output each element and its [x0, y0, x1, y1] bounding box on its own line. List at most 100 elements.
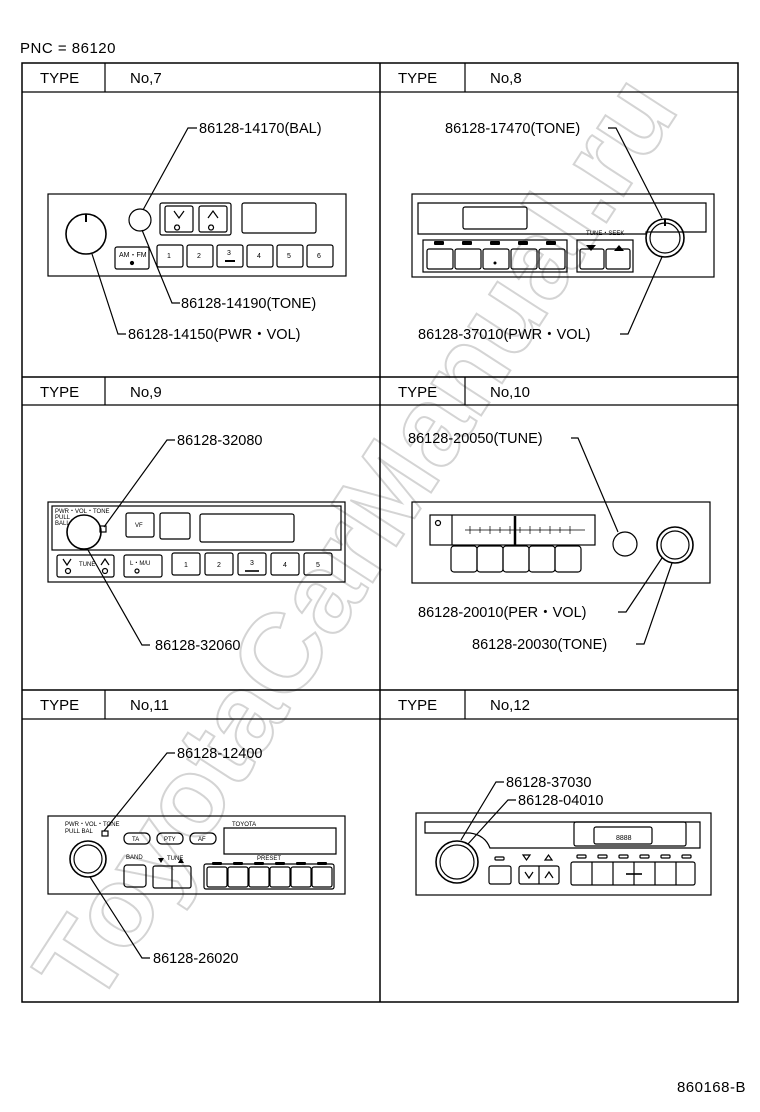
knob-label: PWR・VOL・TONE — [65, 822, 120, 828]
radio-type-8: TUNE・SEEK 86128-17470(TONE) 86128-37010(… — [411, 121, 715, 343]
leader-line — [87, 549, 150, 646]
type-label: TYPE — [398, 70, 437, 87]
preset-button — [303, 552, 333, 576]
pwr-vol-knob — [435, 840, 479, 884]
tune-seek-label: TUNE・SEEK — [586, 231, 624, 237]
preset-button — [276, 244, 304, 268]
radio-type-7: AM・FM 1 2 3 4 5 6 86128-14170(BAL) 86128… — [47, 121, 347, 343]
preset-label: 5 — [287, 253, 291, 260]
callout-label: 86128-14150(PWR・VOL) — [128, 327, 300, 343]
leader-line — [636, 562, 673, 645]
band-label: BAND — [126, 855, 143, 861]
preset-button — [528, 545, 556, 573]
callout-label: 86128-12400 — [177, 746, 262, 762]
preset-button — [510, 248, 538, 270]
am-fm-label: AM・FM — [119, 252, 147, 259]
brand-label: TOYOTA — [232, 822, 256, 828]
callout-label: 86128-37010(PWR・VOL) — [418, 327, 590, 343]
tune-knob — [612, 531, 638, 557]
leader-line — [571, 437, 619, 533]
preset-label: 2 — [217, 562, 221, 569]
display-digits: 8888 — [616, 835, 632, 842]
document-number: 860168-B — [676, 1079, 746, 1096]
preset-button — [171, 552, 201, 576]
lmu-label: L・M/U — [130, 561, 150, 567]
type-value: No,11 — [130, 697, 169, 714]
pty-button — [156, 832, 184, 845]
type-value: No,7 — [130, 70, 162, 87]
preset-label: 4 — [283, 562, 287, 569]
preset-label: 1 — [184, 562, 188, 569]
pwr-vol-knob — [656, 526, 694, 564]
pwr-vol-tone-knob — [66, 514, 102, 550]
balance-knob — [101, 830, 109, 837]
knob-label: PULL BAL — [65, 829, 93, 835]
type-label: TYPE — [398, 384, 437, 401]
am-fm-button — [114, 246, 150, 270]
display-window — [462, 206, 528, 230]
preset-label: 1 — [167, 253, 171, 260]
callout-label: 86128-20010(PER・VOL) — [418, 605, 586, 621]
type-label: TYPE — [398, 697, 437, 714]
preset-button — [204, 552, 234, 576]
type-label: TYPE — [40, 384, 79, 401]
leader-line — [142, 127, 197, 211]
callout-label: 86128-20050(TUNE) — [408, 431, 543, 447]
preset-button — [482, 248, 510, 270]
radio-type-10: 86128-20050(TUNE) 86128-20010(PER・VOL) 8… — [408, 431, 711, 653]
preset-button — [538, 248, 566, 270]
display-window — [593, 826, 653, 845]
leader-line — [141, 229, 180, 304]
tuning-dial — [429, 514, 596, 546]
preset-button — [216, 244, 244, 268]
preset-button — [426, 248, 454, 270]
preset-button — [186, 244, 214, 268]
pwr-vol-tone-knob — [69, 840, 107, 878]
preset-buttons — [206, 866, 333, 888]
ta-button — [123, 832, 151, 845]
leader-line — [467, 799, 516, 845]
preset-button — [450, 545, 478, 573]
preset-button — [554, 545, 582, 573]
callout-label: 86128-17470(TONE) — [445, 121, 580, 137]
preset-button — [246, 244, 274, 268]
band-button — [123, 864, 147, 888]
seek-down-button — [164, 205, 194, 233]
tune-down-button — [579, 248, 605, 270]
tone-knob — [128, 208, 152, 232]
preset-label: 3 — [250, 560, 254, 567]
tune-button — [56, 554, 115, 578]
lmu-button — [123, 554, 163, 578]
preset-button — [454, 248, 482, 270]
af-label: AF — [198, 837, 206, 843]
callout-label: 86128-26020 — [153, 951, 238, 967]
display-window — [199, 513, 295, 543]
preset-label: 4 — [257, 253, 261, 260]
vf-label: VF — [135, 523, 143, 529]
type-label: TYPE — [40, 70, 79, 87]
type-label: TYPE — [40, 697, 79, 714]
callout-label: 86128-20030(TONE) — [472, 637, 607, 653]
preset-label: 5 — [316, 562, 320, 569]
preset-button — [306, 244, 334, 268]
preset-label: 6 — [317, 253, 321, 260]
preset-button — [237, 552, 267, 576]
leader-line — [620, 256, 663, 335]
preset-button — [156, 244, 184, 268]
radio-type-12: 8888 86128-37030 — [415, 775, 712, 896]
type-value: No,8 — [490, 70, 522, 87]
leader-line — [91, 253, 126, 335]
leader-line — [608, 127, 663, 219]
preset-label: PRESET — [257, 856, 281, 862]
knob-label: PULL — [55, 515, 71, 521]
callout-label: 86128-14170(BAL) — [199, 121, 322, 137]
header-strip — [22, 63, 738, 720]
callout-label: 86128-32060 — [155, 638, 240, 654]
radio-type-11: PWR・VOL・TONE PULL BAL TOYOTA TA PTY AF B… — [47, 746, 346, 967]
type-value: No,12 — [490, 697, 530, 714]
function-button — [488, 865, 512, 885]
preset-button — [476, 545, 504, 573]
leader-line — [618, 557, 663, 613]
preset-label: 3 — [227, 250, 231, 257]
